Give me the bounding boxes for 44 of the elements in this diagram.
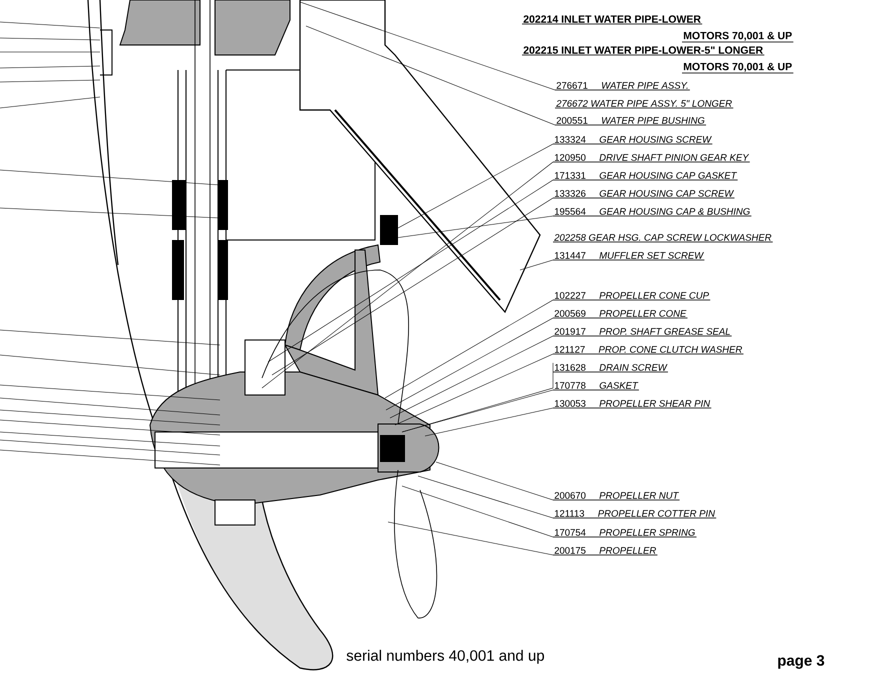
leader-line	[424, 408, 554, 436]
part-label: 200670 PROPELLER NUT	[552, 492, 680, 500]
caption: serial numbers 40,001 and up	[346, 650, 544, 664]
leader-line	[388, 522, 554, 556]
part-label: 133324 GEAR HOUSING SCREW	[552, 136, 713, 144]
part-label: 131628 DRAIN SCREW	[552, 364, 668, 372]
part-label: 131447 MUFFLER SET SCREW	[552, 252, 705, 260]
leader-line	[402, 486, 554, 538]
leader-line	[390, 336, 554, 418]
leader-line	[272, 198, 554, 376]
part-label: 170754 PROPELLER SPRING	[552, 529, 697, 538]
part-label: MOTORS 70,001 & UP	[682, 32, 794, 42]
leader-line	[402, 390, 554, 432]
part-label: 202258 GEAR HSG. CAP SCREW LOCKWASHER	[552, 234, 774, 242]
leader-line	[386, 318, 554, 410]
part-label: MOTORS 70,001 & UP	[682, 62, 794, 74]
leader-line	[306, 26, 556, 126]
leader-line	[418, 476, 554, 518]
part-label: 276672 WATER PIPE ASSY. 5" LONGER	[554, 100, 734, 108]
part-label: 170778 GASKET	[552, 382, 640, 390]
part-label: 121127 PROP. CONE CLUTCH WASHER	[552, 346, 744, 354]
part-label: 202214 INLET WATER PIPE-LOWER	[522, 15, 703, 24]
part-label: 200551 WATER PIPE BUSHING	[554, 117, 706, 126]
page-number: page 3	[778, 655, 824, 669]
part-label: 200569 PROPELLER CONE	[552, 310, 688, 318]
part-label: 276671 WATER PIPE ASSY.	[554, 82, 690, 90]
part-label: 201917 PROP. SHAFT GREASE SEAL	[552, 328, 732, 336]
part-label: 195564 GEAR HOUSING CAP & BUSHING	[552, 208, 752, 216]
leader-line	[394, 354, 554, 426]
part-label: 200175 PROPELLER	[552, 547, 658, 556]
part-label: 171331 GEAR HOUSING CAP GASKET	[552, 172, 738, 180]
part-label: 121113 PROPELLER COTTER PIN	[552, 510, 717, 518]
part-label: 133326 GEAR HOUSING CAP SCREW	[552, 190, 735, 198]
leader-line	[268, 180, 554, 362]
part-label: 120950 DRIVE SHAFT PINION GEAR KEY	[552, 154, 750, 162]
part-label: 130053 PROPELLER SHEAR PIN	[552, 400, 712, 408]
part-label: 202215 INLET WATER PIPE-LOWER-5" LONGER	[522, 46, 765, 56]
leader-line	[398, 144, 554, 228]
leader-line	[262, 162, 554, 388]
part-label: 102227 PROPELLER CONE CUP	[552, 292, 711, 300]
leader-line	[436, 462, 554, 500]
leader-line	[300, 2, 556, 90]
leader-line	[520, 260, 554, 270]
leader-line	[384, 300, 554, 398]
